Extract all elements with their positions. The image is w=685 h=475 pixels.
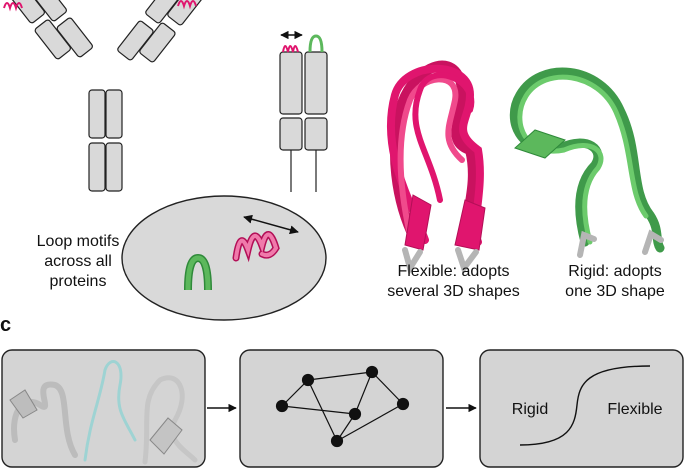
antibody-domain [88, 89, 106, 139]
antibody-domain [88, 142, 106, 192]
antibody-loop-icons [3, 0, 197, 12]
label-line: one 3D shape [565, 283, 665, 300]
graph-node [365, 365, 379, 379]
label-line: across all [44, 253, 112, 270]
antibody-domain [105, 142, 123, 192]
rigid-loop-icon [308, 34, 324, 53]
antibody-domain [105, 89, 123, 139]
antibody-domain [167, 0, 204, 26]
antibody-domain [139, 22, 176, 63]
graph-node [348, 407, 362, 421]
curve-label-rigid: Rigid [511, 401, 549, 418]
graph-node [330, 434, 344, 448]
graph-node [396, 397, 410, 411]
graph-network-icon [275, 365, 410, 448]
flexible-label: Flexible: adopts several 3D shapes [366, 262, 541, 302]
antibody-domain [56, 17, 93, 58]
antibody-diagram [8, 0, 204, 192]
panel-label-c: c [0, 314, 12, 336]
curve-label-flexible: Flexible [607, 401, 663, 418]
flexible-loop-icon [282, 45, 299, 53]
motif-ellipse [121, 195, 327, 321]
loop-motifs-label: Loop motifs across all proteins [18, 232, 138, 292]
label-line: Rigid: adopts [568, 263, 662, 280]
protein-structure-render [9, 360, 198, 465]
double-arrow-icon [243, 214, 299, 235]
graph-node [275, 399, 289, 413]
network-panel-box [239, 349, 444, 468]
sigmoid-curve [519, 365, 651, 446]
graph-node [301, 373, 315, 387]
flexible-loop-icon [232, 231, 280, 263]
rigid-structure-render [509, 67, 665, 258]
flexible-structure-render [387, 60, 486, 276]
label-line: Flexible: adopts [397, 263, 510, 280]
antibody-domain [8, 0, 45, 24]
receptor-diagram [279, 51, 328, 192]
rigid-label: Rigid: adopts one 3D shape [550, 262, 680, 302]
antibody-domain [30, 0, 67, 22]
label-line: several 3D shapes [387, 283, 520, 300]
classifier-panel-box [479, 349, 684, 468]
label-line: proteins [49, 273, 107, 290]
label-line: Loop motifs [36, 233, 120, 250]
